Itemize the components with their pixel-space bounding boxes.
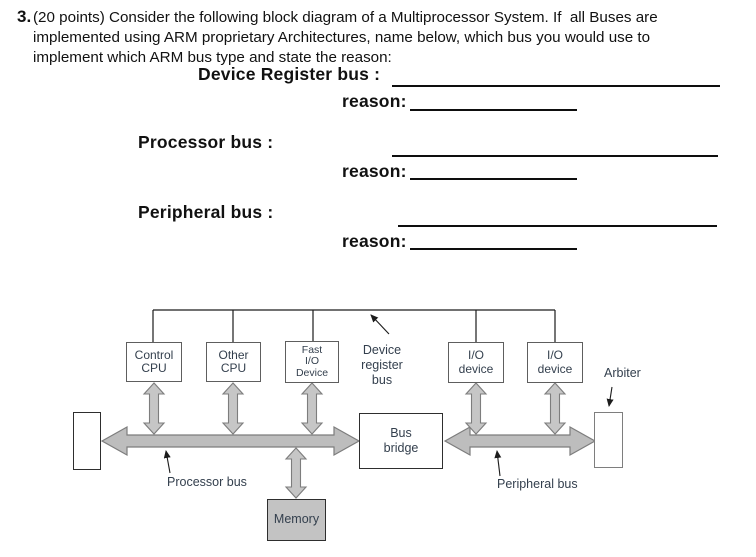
device-register-bus-answer-blank[interactable]	[392, 85, 720, 87]
fast-io-bus-connector	[300, 382, 324, 435]
device-register-bus-answer-label: Device Register bus :	[198, 64, 381, 84]
processor-bus-answer-blank[interactable]	[392, 155, 718, 157]
control-cpu-bus-connector	[142, 382, 166, 435]
fast-io-device-box: Fast I/O Device	[285, 341, 339, 383]
io-device-2-bus-connector	[543, 382, 567, 435]
left-bus-terminator-box	[73, 412, 101, 470]
peripheral-bus-reason-label: reason:	[342, 231, 407, 251]
processor-bus-reason-blank[interactable]	[410, 178, 577, 180]
question-text: (20 points) Consider the following block…	[33, 9, 658, 66]
device-register-bus-reason-blank[interactable]	[410, 109, 577, 111]
device-register-bus-pointer	[370, 314, 390, 335]
io-device-box-2: I/O device	[527, 342, 583, 383]
processor-bus-label: Processor bus	[167, 475, 247, 489]
io-device-box-1: I/O device	[448, 342, 504, 383]
arbiter-pointer	[606, 386, 614, 407]
peripheral-bus-arrow	[443, 425, 597, 457]
arbiter-box	[594, 412, 623, 468]
other-cpu-box: Other CPU	[206, 342, 261, 382]
question-number: 3.	[17, 7, 32, 26]
other-cpu-bus-connector	[221, 382, 245, 435]
processor-bus-answer-label: Processor bus :	[138, 132, 274, 152]
arbiter-label: Arbiter	[604, 366, 641, 380]
peripheral-bus-answer-label: Peripheral bus :	[138, 202, 274, 222]
memory-box: Memory	[267, 499, 326, 541]
device-register-bus-label: Device register bus	[361, 343, 403, 387]
peripheral-bus-label: Peripheral bus	[497, 477, 578, 491]
device-register-bus-reason-label: reason:	[342, 91, 407, 111]
peripheral-bus-reason-blank[interactable]	[410, 248, 577, 250]
peripheral-bus-pointer	[494, 450, 502, 477]
memory-bus-connector	[284, 447, 308, 499]
bus-bridge-box: Bus bridge	[359, 413, 443, 469]
processor-bus-pointer	[163, 450, 171, 474]
processor-bus-reason-label: reason:	[342, 161, 407, 181]
io-device-1-bus-connector	[464, 382, 488, 435]
device-register-bus-rail	[152, 309, 556, 342]
control-cpu-box: Control CPU	[126, 342, 182, 382]
peripheral-bus-answer-blank[interactable]	[398, 225, 717, 227]
